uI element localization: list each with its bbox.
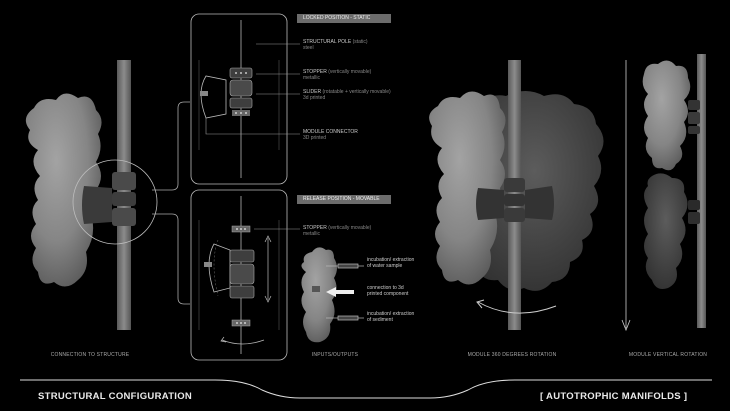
caption-rotation: MODULE 360 DEGREES ROTATION bbox=[467, 352, 557, 358]
callout-label: SLIDER bbox=[303, 89, 322, 95]
detail-connector-lines bbox=[152, 101, 190, 305]
callout-note: steel bbox=[303, 45, 314, 51]
callout-note: 3d printed bbox=[303, 95, 326, 101]
io-label-sediment: incubation/ extraction of sediment bbox=[367, 311, 415, 323]
callout-qualifier: (vertically movable) bbox=[328, 225, 372, 231]
locked-detail-panel bbox=[190, 13, 300, 185]
io-label-water: incubation/ extraction of water sample bbox=[367, 257, 415, 269]
caption-vertical: MODULE VERTICAL ROTATION bbox=[628, 352, 708, 358]
callout-note: metallic bbox=[303, 75, 320, 81]
callout-note: 3D printed bbox=[303, 135, 327, 141]
release-panel-title: RELEASE POSITION - MOVABLE bbox=[297, 195, 391, 204]
vertical-module-illustration bbox=[621, 54, 706, 332]
callout-module-connector: MODULE CONNECTOR 3D printed bbox=[303, 129, 358, 141]
io-module-illustration bbox=[301, 247, 364, 343]
callout-slider: SLIDER (rotatable + vertically movable) … bbox=[303, 89, 391, 101]
callout-qualifier: (vertically movable) bbox=[328, 69, 372, 75]
callout-release-stopper: STOPPER (vertically movable) metallic bbox=[303, 225, 371, 237]
callout-label: STRUCTURAL POLE bbox=[303, 39, 352, 45]
release-detail-panel bbox=[190, 189, 300, 361]
footer-left-title: STRUCTURAL CONFIGURATION bbox=[38, 391, 193, 402]
callout-label: MODULE CONNECTOR bbox=[303, 129, 358, 135]
callout-label: STOPPER bbox=[303, 225, 327, 231]
footer-right-title: [ AUTOTROPHIC MANIFOLDS ] bbox=[540, 391, 688, 402]
caption-connection: CONNECTION TO STRUCTURE bbox=[50, 352, 130, 358]
callout-stopper: STOPPER (vertically movable) metallic bbox=[303, 69, 371, 81]
callout-qualifier: (rotatable + vertically movable) bbox=[322, 89, 391, 95]
callout-label: STOPPER bbox=[303, 69, 327, 75]
callout-note: metallic bbox=[303, 231, 320, 237]
locked-panel-title: LOCKED POSITION - STATIC bbox=[297, 14, 391, 23]
caption-io: INPUTS/OUTPUTS bbox=[311, 352, 359, 358]
connection-module-illustration bbox=[25, 60, 158, 330]
rotation-module-illustration bbox=[429, 60, 604, 330]
io-label-connection: connection to 3d printed component bbox=[367, 285, 409, 297]
callout-qualifier: (static) bbox=[352, 39, 368, 45]
callout-structural-pole: STRUCTURAL POLE (static) steel bbox=[303, 39, 368, 51]
footer-divider bbox=[20, 379, 712, 399]
